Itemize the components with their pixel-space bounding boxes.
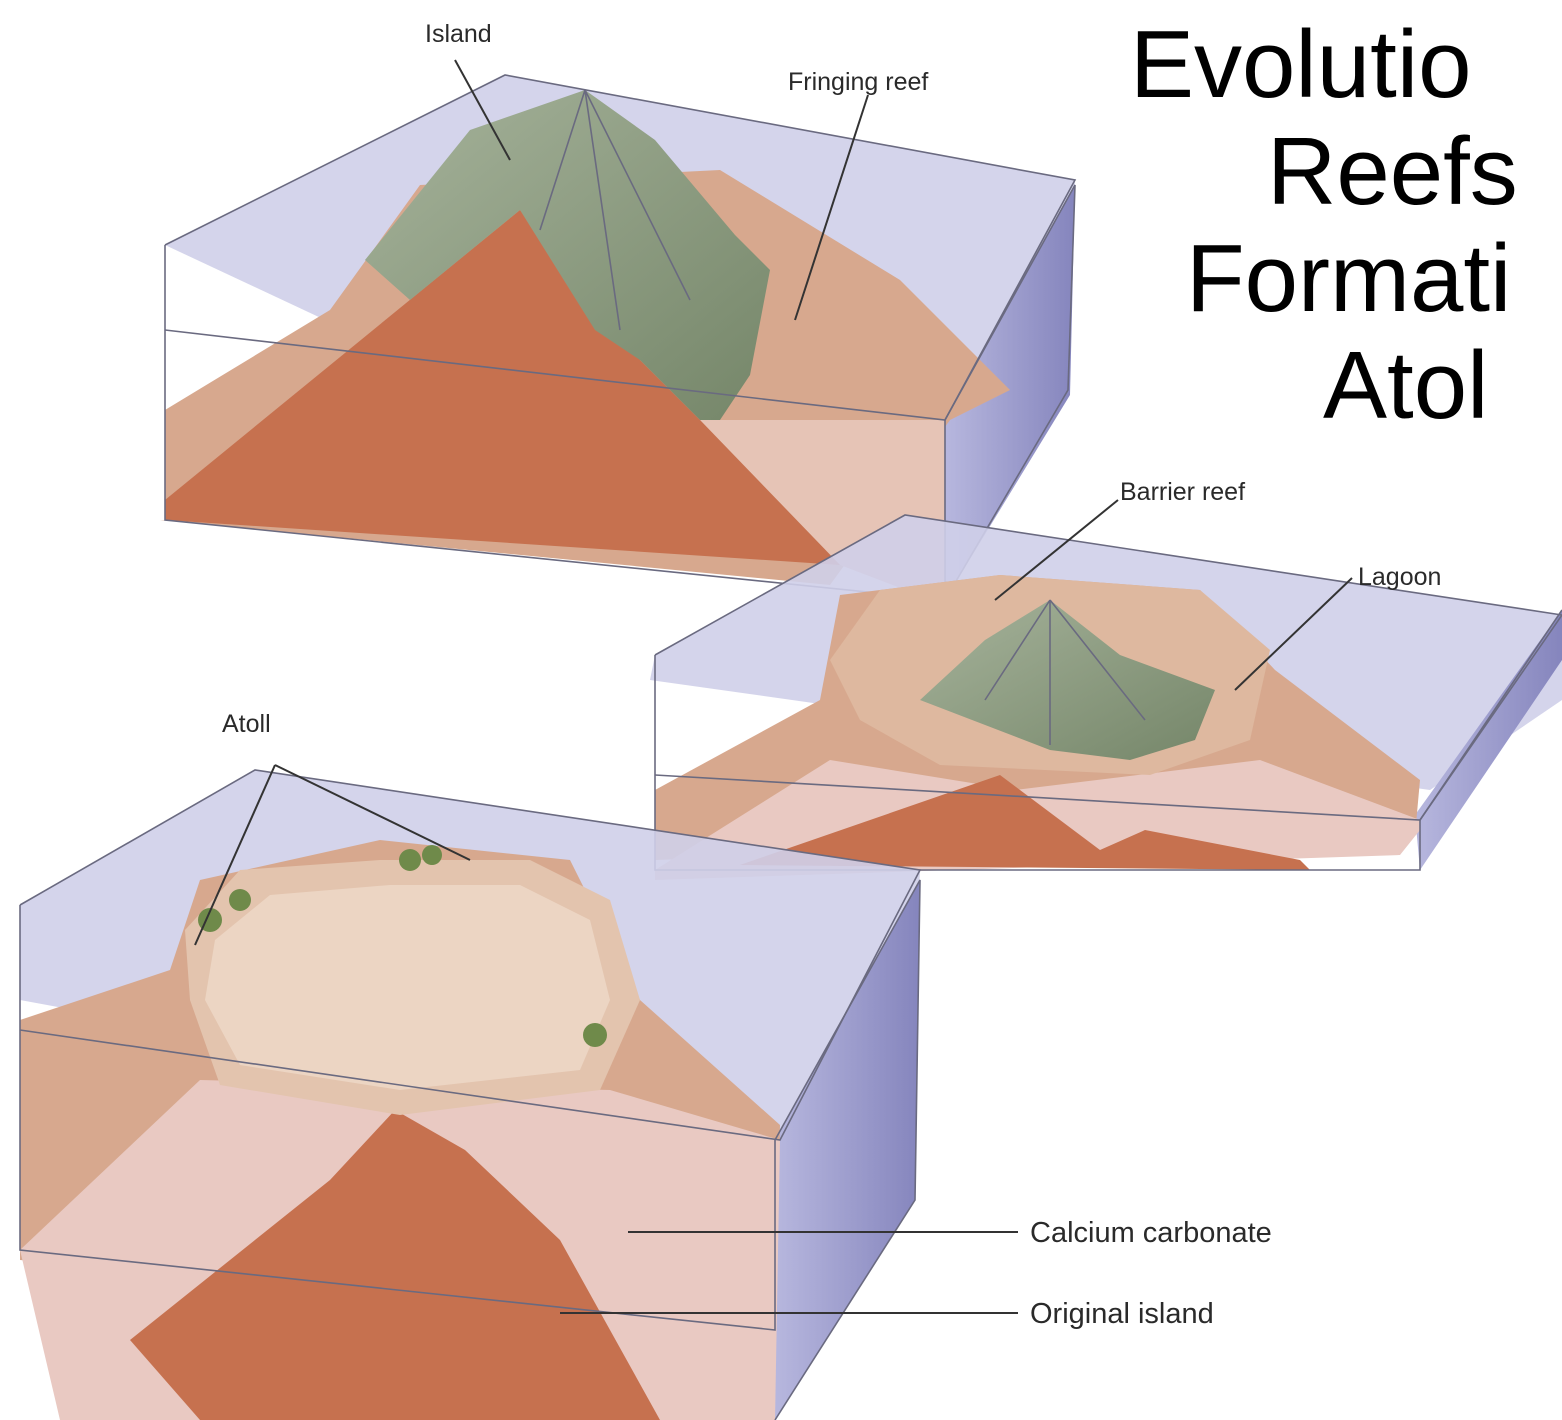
label-barrier-reef: Barrier reef [1120, 478, 1245, 506]
label-fringing-reef: Fringing reef [788, 68, 928, 96]
label-lagoon: Lagoon [1358, 563, 1441, 591]
label-island: Island [425, 20, 492, 48]
atoll-block [20, 765, 1018, 1420]
title-line-1: Evolutio [1130, 15, 1472, 115]
label-atoll: Atoll [222, 710, 271, 738]
title-line-2: Reefs [1267, 122, 1518, 222]
atoll-lagoon [205, 885, 610, 1090]
title-line-4: Atol [1323, 336, 1488, 436]
label-calcium-carbonate: Calcium carbonate [1030, 1217, 1272, 1249]
title-line-3: Formati [1186, 229, 1511, 329]
label-original-island: Original island [1030, 1298, 1214, 1330]
